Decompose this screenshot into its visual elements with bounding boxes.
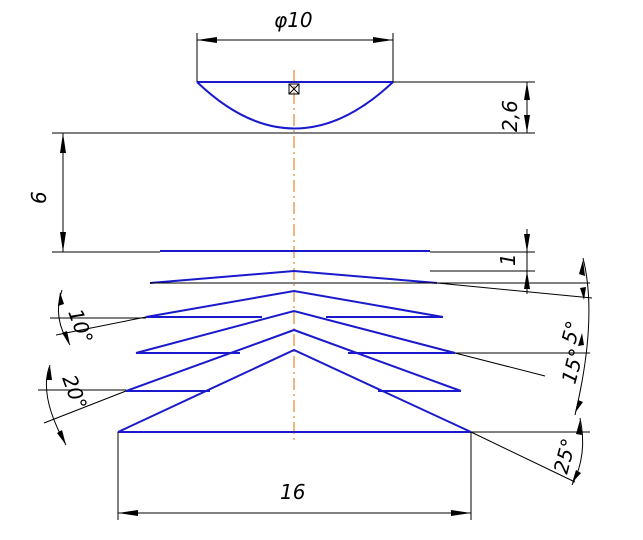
angle-10-dimension: 10°	[50, 289, 147, 347]
angle-20-dimension: 20°	[38, 364, 127, 446]
diameter-dimension: φ10	[196, 8, 394, 82]
lens-height-label: 2,6	[498, 100, 522, 132]
gap-label: 6	[27, 191, 51, 204]
lens-part	[196, 81, 394, 130]
gap-dimension: 6	[27, 132, 294, 253]
angle-25-dimension: 25°	[470, 417, 590, 486]
diameter-label: φ10	[274, 8, 313, 32]
plate-thickness-label: 1	[496, 253, 520, 266]
stacked-cone-profile	[117, 269, 472, 433]
lens-height-dimension: 2,6	[294, 81, 535, 134]
base-width-label: 16	[280, 480, 305, 504]
base-width-dimension: 16	[117, 432, 472, 520]
angle-15-label: 15°	[557, 346, 589, 386]
lens-center-mark	[288, 83, 300, 95]
